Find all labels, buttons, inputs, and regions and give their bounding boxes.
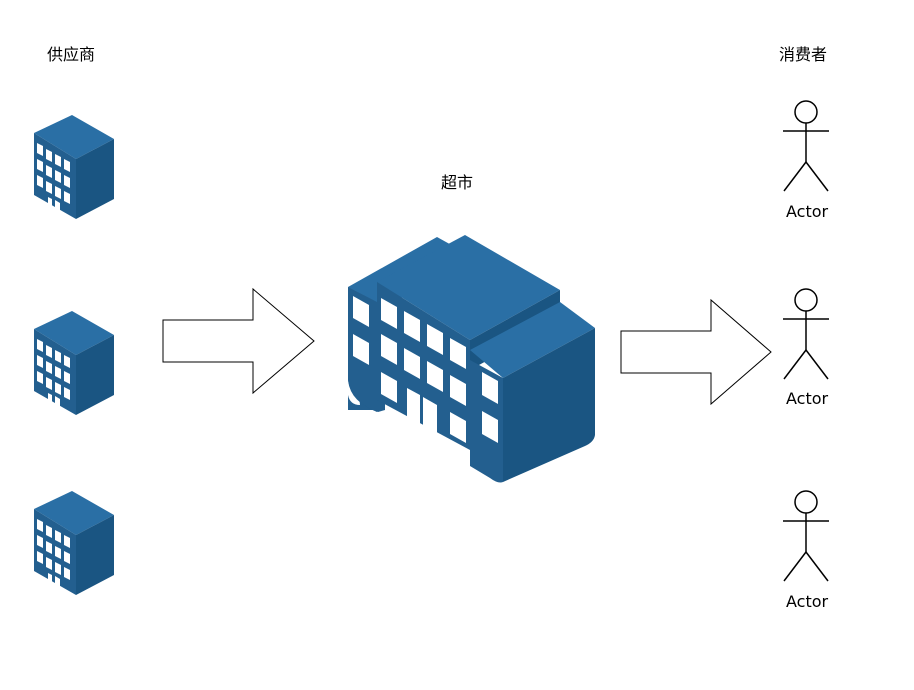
consumer-group-label: 消费者 bbox=[779, 45, 828, 64]
actor-label: Actor bbox=[786, 592, 829, 611]
supermarket-label: 超市 bbox=[441, 173, 474, 192]
supermarket-building-icon[interactable] bbox=[348, 235, 595, 483]
actor-label: Actor bbox=[786, 202, 829, 221]
actor-figure-icon[interactable] bbox=[783, 490, 829, 582]
supplier-group-label: 供应商 bbox=[47, 45, 96, 64]
actor-figure-icon[interactable] bbox=[783, 100, 829, 192]
flow-arrow-right-icon[interactable] bbox=[162, 287, 315, 395]
supplier-building-icon[interactable] bbox=[34, 491, 114, 595]
supplier-building-icon[interactable] bbox=[34, 311, 114, 415]
actor-figure-icon[interactable] bbox=[783, 288, 829, 380]
flow-arrow-right-icon[interactable] bbox=[620, 298, 772, 406]
supplier-building-icon[interactable] bbox=[34, 115, 114, 219]
actor-label: Actor bbox=[786, 389, 829, 408]
